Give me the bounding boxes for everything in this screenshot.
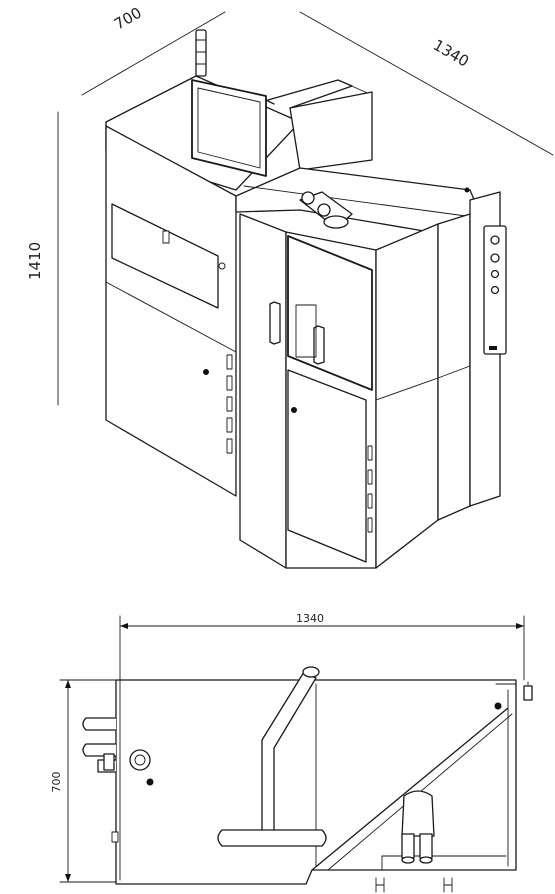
door-window [295, 304, 317, 358]
right-connector-icon [523, 685, 533, 701]
isometric-view: 700 1340 1410 [26, 4, 554, 569]
lower-door-lock-icon [291, 407, 297, 413]
top-width-dimension [119, 615, 525, 681]
signal-tower [195, 29, 207, 77]
iso-height-label: 1410 [26, 242, 44, 280]
emergency-stop-icon[interactable] [490, 235, 500, 245]
top-width-label: 1340 [296, 612, 324, 625]
depth-dimension-line [81, 11, 226, 96]
top-view: 1340 700 [50, 612, 533, 893]
touch-monitor [191, 79, 275, 177]
left-vent-slots [226, 354, 233, 454]
top-depth-dimension [59, 679, 119, 883]
control-button-icon[interactable] [490, 285, 500, 295]
right-door-handle[interactable] [313, 325, 325, 365]
iso-depth-label: 700 [111, 4, 145, 34]
rear-upper-box [289, 91, 373, 171]
control-knob-icon[interactable] [490, 269, 500, 279]
panel-latch-icon [162, 230, 170, 244]
left-fittings [82, 717, 119, 843]
microscope [299, 191, 353, 229]
top-knob-inner [134, 754, 146, 766]
center-side-panel [239, 213, 287, 569]
left-lower-lock-icon [203, 369, 209, 375]
left-door-handle[interactable] [269, 301, 281, 345]
key-switch-icon[interactable] [490, 253, 500, 263]
iso-width-label: 1340 [430, 36, 472, 71]
left-window-panel [111, 203, 219, 309]
diagonal-front-edge [311, 707, 509, 871]
lower-front-door [287, 369, 367, 563]
width-dimension-line [299, 11, 554, 156]
iso-dimension-lines [57, 11, 554, 406]
center-vent-slots [367, 445, 373, 533]
top-rail-handle [217, 666, 327, 847]
binocular-eyepieces [401, 790, 435, 864]
top-depth-label: 700 [50, 772, 63, 793]
right-cabinet-front [375, 223, 439, 569]
right-side-panel [437, 213, 471, 521]
left-cabinet-split [105, 281, 237, 353]
bottom-feet [375, 877, 453, 893]
